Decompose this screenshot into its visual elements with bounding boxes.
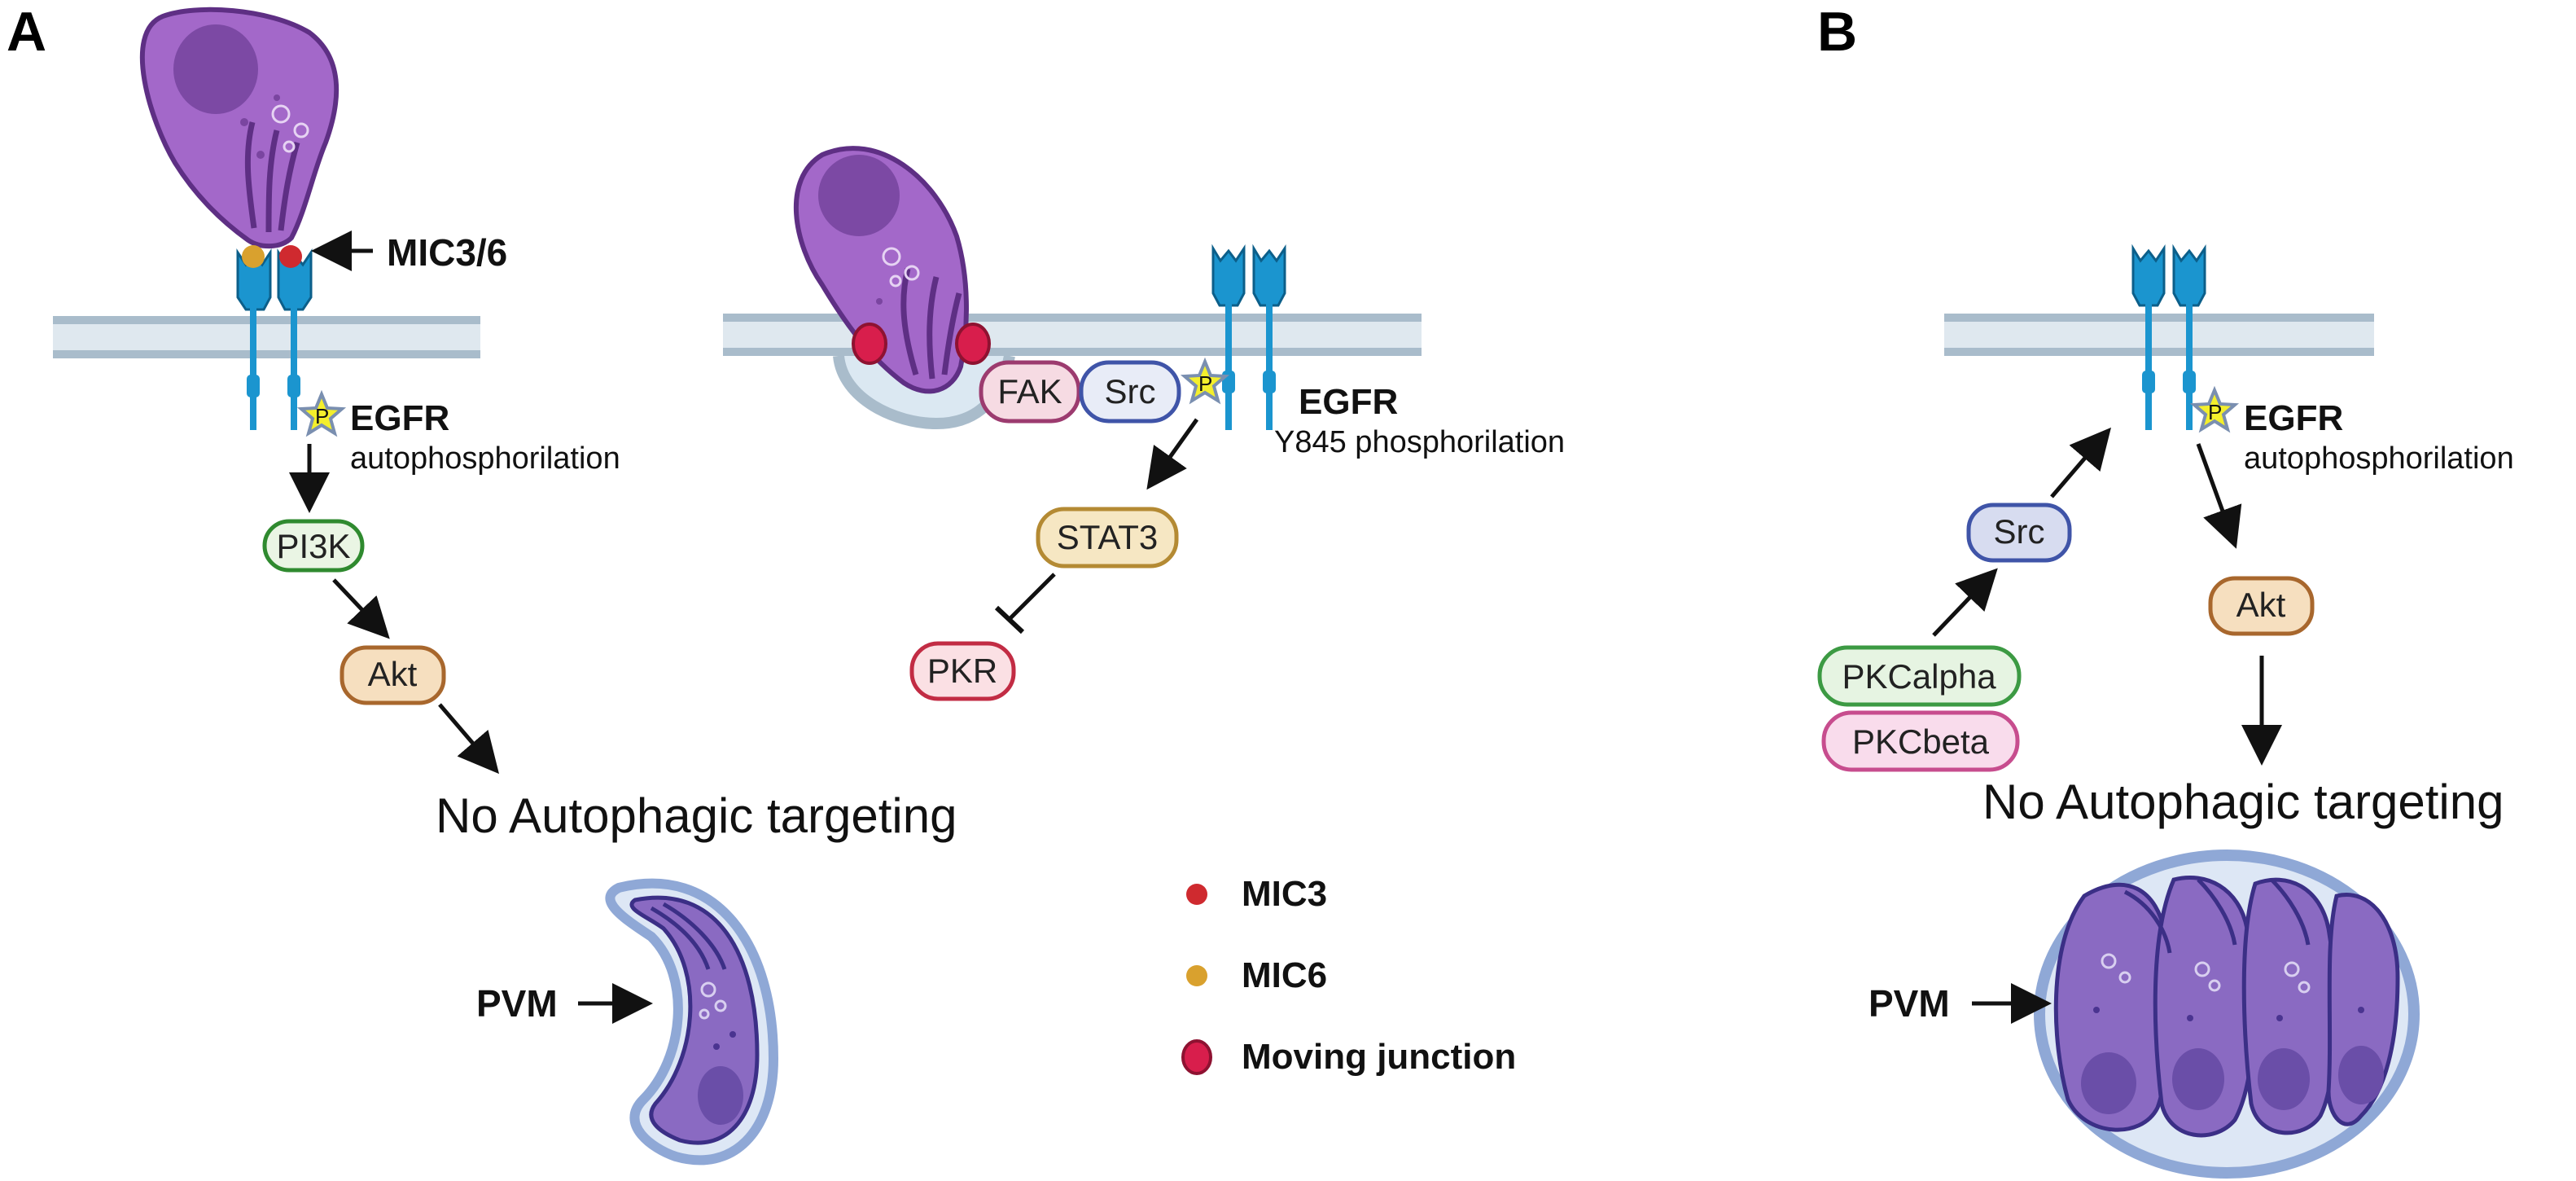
pvm-label-a: PVM [476,982,558,1025]
legend-mic6-swatch [1186,965,1207,986]
mic36-label: MIC3/6 [387,231,507,274]
svg-text:PKCbeta: PKCbeta [1852,722,1990,761]
src-node-b: Src [1966,503,2072,563]
legend-moving-junction-label: Moving junction [1242,1037,1516,1077]
pvm-label-b: PVM [1868,982,1950,1025]
pkcalpha-node: PKCalpha [1817,645,2022,707]
arrow-src-to-egfr [2050,427,2112,498]
parasite-invading-a-mid [793,146,969,394]
phospho-star-b: P [2189,385,2240,433]
egfr-receptor-a-mid [1211,244,1286,430]
legend-mic3-label: MIC3 [1242,874,1327,914]
phospho-star-a-left: P [296,389,347,437]
stat3-node: STAT3 [1036,507,1179,569]
svg-text:P: P [2208,400,2222,424]
svg-text:P: P [315,404,329,428]
parasite-attaching-a-left [139,7,340,249]
no-autophagic-label-a: No Autophagic targeting [436,788,957,843]
legend-mic3-swatch [1186,884,1207,905]
pkr-node: PKR [909,641,1016,701]
arrow-egfr-to-stat3 [1146,418,1199,490]
pkcbeta-node: PKCbeta [1821,710,2020,772]
autophos-label-a-left: autophosphorilation [350,441,620,476]
membrane-b [1944,314,2374,356]
svg-text:PKCalpha: PKCalpha [1842,657,1996,696]
svg-text:STAT3: STAT3 [1057,518,1158,556]
phospho-star-a-mid: P [1180,357,1230,405]
akt-node-a: Akt [340,645,446,705]
svg-text:FAK: FAK [997,372,1062,410]
egfr-label-a-mid: EGFR [1299,382,1398,422]
no-autophagic-label-b: No Autophagic targeting [1982,775,2504,829]
pi3k-node: PI3K [262,519,365,573]
svg-text:Akt: Akt [368,655,418,693]
egfr-receptor-b [2131,244,2206,430]
autophos-label-b: autophosphorilation [2244,441,2514,476]
svg-text:Src: Src [1105,372,1156,410]
inhibit-stat3-pkr [1008,573,1056,621]
moving-junction-left [852,323,887,365]
arrow-akt-to-outcome-a [438,703,500,775]
arrow-egfr-to-akt-b [2196,443,2242,549]
legend-mic6-label: MIC6 [1242,955,1327,995]
moving-junction-right [955,323,991,365]
mic3-dot [279,245,302,268]
panel-label-b: B [1817,1,1857,63]
svg-text:PI3K: PI3K [276,527,350,565]
arrow-pi3k-to-akt [332,578,390,639]
inhibit-bar [994,605,1025,634]
svg-text:PKR: PKR [927,652,997,690]
legend: MIC3 MIC6 Moving junction [1181,874,1516,1077]
pvm-rosette-b [2034,850,2420,1179]
panel-label-a: A [7,1,46,63]
egfr-label-b: EGFR [2244,398,2343,438]
membrane-a-mid [723,314,1422,356]
fak-node: FAK [979,360,1081,424]
egfr-label-a-left: EGFR [350,398,449,438]
y845-label: Y845 phosphorilation [1274,425,1565,459]
pvm-vacuole-a [605,878,779,1166]
svg-text:Akt: Akt [2236,586,2286,624]
src-node-a: Src [1079,360,1181,424]
legend-moving-junction-swatch [1181,1039,1212,1075]
svg-text:P: P [1198,371,1212,396]
svg-text:Src: Src [1994,512,2045,551]
arrow-pkc-to-src [1932,568,1998,637]
membrane-a-left [53,316,480,358]
mic6-dot [242,245,265,268]
akt-node-b: Akt [2208,576,2315,636]
